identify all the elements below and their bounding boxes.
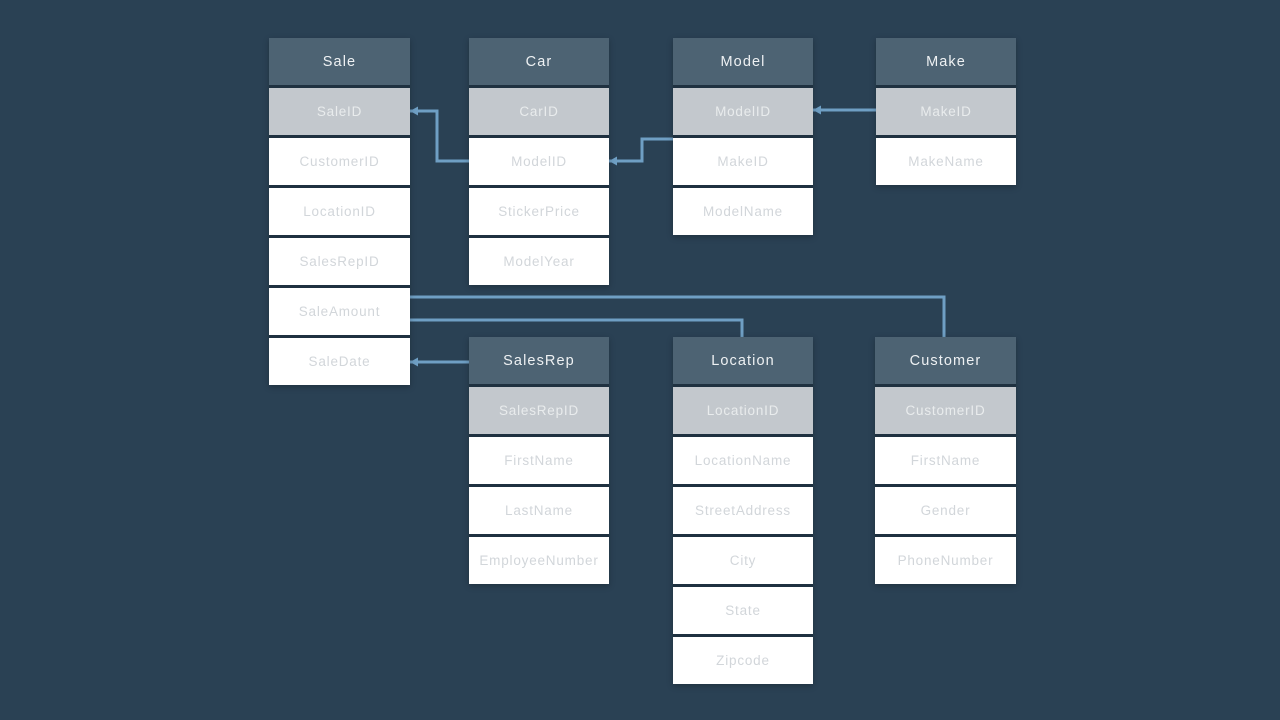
field-row-locationid: LocationID [269,188,410,235]
field-row-city: City [673,537,813,584]
table-title-customer: Customer [875,337,1016,384]
field-row-zipcode: Zipcode [673,637,813,684]
field-row-saledate: SaleDate [269,338,410,385]
connector-sale-to-location [410,318,744,340]
field-row-gender: Gender [875,487,1016,534]
field-row-modelname: ModelName [673,188,813,235]
pk-field-row-modelid: ModelID [673,88,813,135]
arrowhead-make-makeid-to-model-modelid [813,105,821,115]
field-row-modelyear: ModelYear [469,238,609,285]
arrowhead-car-modelid-to-model-modelid [609,156,617,166]
pk-field-row-customerid: CustomerID [875,387,1016,434]
table-title-make: Make [876,38,1016,85]
arrowhead-sale-saleid-to-car-modelid [410,106,418,116]
pk-field-row-makeid: MakeID [876,88,1016,135]
table-title-car: Car [469,38,609,85]
field-row-salesrepid: SalesRepID [269,238,410,285]
field-row-firstname: FirstName [469,437,609,484]
connector-sale-to-customer [410,295,946,340]
field-row-streetaddress: StreetAddress [673,487,813,534]
field-row-locationname: LocationName [673,437,813,484]
field-row-saleamount: SaleAmount [269,288,410,335]
field-row-makeid: MakeID [673,138,813,185]
pk-field-row-saleid: SaleID [269,88,410,135]
field-row-stickerprice: StickerPrice [469,188,609,235]
table-title-salesrep: SalesRep [469,337,609,384]
arrowhead-sale-saledate-to-salesrep [410,357,418,367]
table-title-model: Model [673,38,813,85]
pk-field-row-salesrepid: SalesRepID [469,387,609,434]
field-row-firstname: FirstName [875,437,1016,484]
table-title-location: Location [673,337,813,384]
field-row-employeenumber: EmployeeNumber [469,537,609,584]
connector-car-modelid-to-model-modelid [609,137,673,163]
connector-sale-saleid-to-car-modelid [410,109,469,163]
field-row-phonenumber: PhoneNumber [875,537,1016,584]
pk-field-row-carid: CarID [469,88,609,135]
field-row-modelid: ModelID [469,138,609,185]
field-row-lastname: LastName [469,487,609,534]
pk-field-row-locationid: LocationID [673,387,813,434]
table-title-sale: Sale [269,38,410,85]
field-row-customerid: CustomerID [269,138,410,185]
field-row-state: State [673,587,813,634]
field-row-makename: MakeName [876,138,1016,185]
